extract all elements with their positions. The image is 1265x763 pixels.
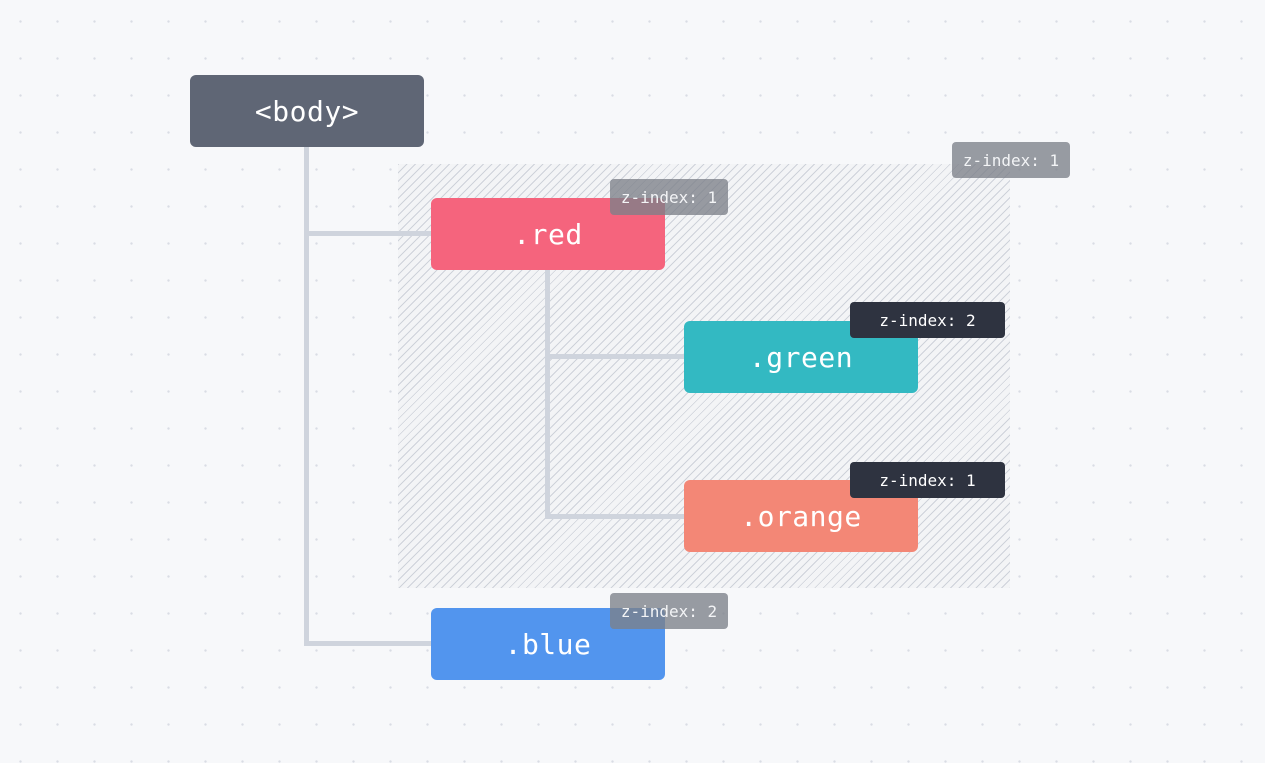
badge-green-z-index: z-index: 2 bbox=[850, 302, 1005, 338]
badge-orange-z-index: z-index: 1 bbox=[850, 462, 1005, 498]
node-body: <body> bbox=[190, 75, 424, 147]
connector-red-to-green bbox=[545, 354, 684, 359]
connector-red-to-orange bbox=[545, 514, 684, 519]
connector-red-trunk bbox=[545, 270, 550, 519]
badge-red-z-index: z-index: 1 bbox=[610, 179, 728, 215]
node-green: .green bbox=[684, 321, 918, 393]
connector-body-trunk bbox=[304, 147, 309, 646]
badge-blue-z-index: z-index: 2 bbox=[610, 593, 728, 629]
connector-body-to-blue bbox=[304, 641, 431, 646]
connector-body-to-red bbox=[304, 231, 431, 236]
badge-context-z-index: z-index: 1 bbox=[952, 142, 1070, 178]
